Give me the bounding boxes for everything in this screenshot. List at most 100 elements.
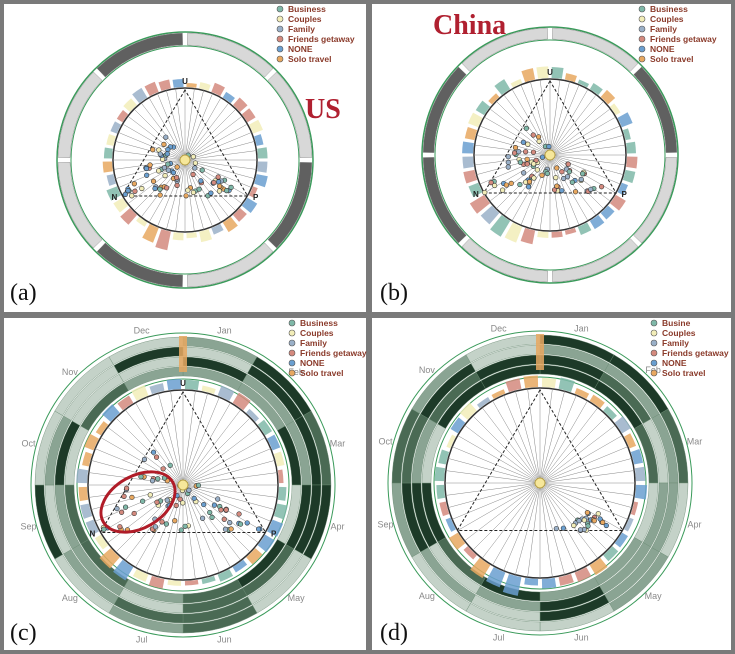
sample-glyph bbox=[162, 173, 168, 179]
sample-glyph bbox=[224, 188, 230, 194]
spoke bbox=[539, 482, 635, 496]
spoke bbox=[474, 154, 551, 166]
legend-label: Solo travel bbox=[288, 54, 331, 64]
legend-swatch bbox=[638, 55, 646, 63]
sample-glyph bbox=[577, 527, 584, 533]
ring-segment bbox=[187, 32, 274, 78]
spoke bbox=[457, 482, 541, 531]
histogram-bar bbox=[84, 433, 99, 451]
spoke bbox=[115, 141, 186, 161]
sample-glyph bbox=[177, 496, 183, 502]
histogram-bar bbox=[624, 433, 637, 449]
month-label: Oct bbox=[378, 437, 393, 447]
sample-glyph bbox=[174, 175, 180, 181]
spoke bbox=[100, 484, 184, 533]
histogram-bar bbox=[450, 417, 466, 434]
legend-label: Family bbox=[300, 338, 327, 348]
sample-glyph bbox=[585, 523, 591, 529]
sample-glyph bbox=[153, 454, 160, 460]
spoke bbox=[140, 102, 186, 161]
sample-glyph bbox=[155, 476, 161, 482]
spoke bbox=[184, 88, 195, 161]
sample-glyph bbox=[535, 134, 542, 140]
sample-glyph bbox=[505, 159, 511, 165]
sample-glyph bbox=[228, 184, 234, 190]
histogram-bar bbox=[222, 216, 238, 233]
histogram-bar bbox=[277, 486, 287, 501]
sample-glyph bbox=[512, 144, 519, 151]
sample-glyph bbox=[174, 182, 180, 189]
sample-glyph bbox=[523, 125, 529, 131]
legend-swatch bbox=[650, 339, 658, 347]
histogram-bar bbox=[257, 419, 273, 436]
histogram-bar bbox=[232, 559, 248, 573]
spoke bbox=[184, 90, 204, 161]
sample-glyph bbox=[222, 526, 229, 532]
ternary-triangle bbox=[456, 389, 624, 531]
month-label: Apr bbox=[688, 519, 702, 529]
histogram-bar bbox=[116, 110, 129, 123]
histogram-bar bbox=[254, 174, 268, 188]
histogram-bar bbox=[609, 103, 621, 116]
spoke bbox=[539, 482, 588, 566]
sample-glyph bbox=[559, 169, 565, 175]
histogram-bar bbox=[504, 222, 523, 243]
sample-glyph bbox=[255, 526, 262, 532]
sample-glyph bbox=[526, 179, 533, 185]
histogram-bar bbox=[541, 577, 557, 589]
sample-glyph bbox=[525, 141, 531, 147]
sample-glyph bbox=[492, 182, 498, 189]
histogram-bar bbox=[490, 214, 511, 237]
sample-glyph bbox=[565, 161, 571, 167]
spoke bbox=[182, 390, 196, 486]
histogram-bar bbox=[123, 98, 137, 112]
histogram-bar bbox=[589, 557, 608, 576]
month-label: Jun bbox=[574, 633, 589, 643]
sample-glyph bbox=[571, 522, 577, 529]
histogram-bar bbox=[600, 205, 615, 220]
sample-glyph bbox=[150, 449, 157, 455]
sample-glyph bbox=[588, 186, 594, 193]
month-label: Apr bbox=[331, 521, 345, 531]
sample-glyph bbox=[517, 181, 523, 188]
spoke bbox=[549, 154, 621, 185]
histogram-bar bbox=[142, 223, 159, 243]
spoke bbox=[549, 135, 624, 156]
spoke bbox=[527, 482, 541, 578]
histogram-bar bbox=[463, 169, 478, 184]
histogram-bar bbox=[577, 222, 592, 236]
vertex-label: N bbox=[89, 530, 95, 539]
sample-glyph bbox=[131, 181, 137, 187]
spoke bbox=[118, 159, 186, 188]
sample-glyph bbox=[121, 493, 127, 499]
spoke bbox=[549, 144, 626, 156]
sample-glyph bbox=[152, 185, 158, 192]
sample-glyph bbox=[517, 159, 523, 165]
histogram-bar bbox=[551, 66, 564, 79]
outer-ring-outline bbox=[387, 330, 693, 636]
spoke bbox=[184, 159, 213, 227]
legend-swatch bbox=[288, 349, 296, 357]
ring-segment bbox=[552, 27, 639, 72]
sample-glyph bbox=[482, 189, 488, 196]
spoke bbox=[539, 388, 553, 484]
sample-glyph bbox=[140, 498, 146, 504]
histogram-bar bbox=[463, 546, 477, 560]
sample-glyph bbox=[119, 509, 125, 515]
sample-glyph bbox=[553, 175, 559, 181]
sample-glyph bbox=[546, 143, 552, 150]
legend-swatch bbox=[276, 15, 284, 23]
spoke bbox=[182, 402, 231, 486]
sample-glyph bbox=[174, 164, 180, 170]
vertex-label: U bbox=[547, 68, 553, 77]
histogram-bar bbox=[166, 378, 182, 391]
histogram-bar bbox=[95, 421, 109, 436]
histogram-bar bbox=[241, 197, 258, 213]
month-label: May bbox=[288, 593, 306, 603]
histogram-bar bbox=[486, 567, 506, 588]
legend-label: NONE bbox=[300, 358, 325, 368]
histogram-bar bbox=[574, 388, 590, 399]
ternary-triangle bbox=[99, 391, 267, 533]
spoke bbox=[527, 388, 541, 484]
